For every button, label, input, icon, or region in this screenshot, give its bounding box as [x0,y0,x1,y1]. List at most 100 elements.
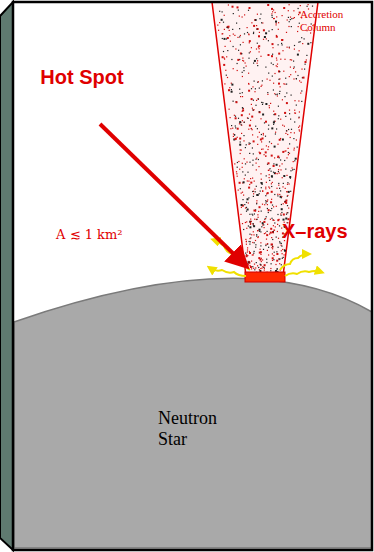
column-dot [273,89,274,90]
column-dot [276,36,278,38]
column-dot [301,101,302,102]
column-dot [248,10,249,11]
column-dot [260,264,261,265]
column-dot [282,125,283,126]
column-dot [265,232,266,233]
column-dot [240,214,241,215]
column-dot [261,149,262,150]
column-dot [229,109,230,110]
column-dot [275,264,276,265]
column-dot [258,81,259,82]
column-dot [271,247,272,248]
column-dot [277,269,278,270]
column-dot [273,259,274,260]
column-dot [242,72,243,73]
column-dot [294,132,295,133]
column-dot [271,199,272,200]
column-dot [241,207,242,208]
column-dot [242,223,243,224]
column-dot [260,249,261,250]
column-dot [258,267,259,268]
column-dot [252,266,253,267]
column-dot [278,115,279,116]
column-dot [237,137,238,138]
column-dot [248,33,249,34]
column-dot [257,230,258,231]
column-dot [226,75,227,76]
column-dot [259,193,260,194]
column-dot [279,259,280,260]
column-dot [271,13,272,14]
column-dot [248,34,249,35]
column-dot [239,121,241,123]
column-dot [253,33,254,34]
column-dot [246,207,247,208]
column-dot [260,56,261,57]
column-dot [271,186,272,187]
column-dot [262,184,263,185]
column-dot [279,93,280,94]
column-dot [276,164,278,166]
column-dot [247,198,249,200]
column-dot [270,103,271,104]
column-dot [262,266,263,267]
column-dot [290,132,291,133]
column-dot [271,171,272,172]
column-dot [253,110,254,111]
column-dot [285,202,287,204]
column-dot [283,257,284,258]
column-dot [243,140,244,141]
column-dot [251,22,252,23]
column-dot [245,62,246,63]
column-dot [274,146,276,148]
column-dot [239,89,240,90]
column-dot [265,151,267,153]
column-dot [256,48,257,49]
column-dot [299,80,300,81]
column-dot [266,259,267,260]
column-dot [263,29,265,31]
column-dot [260,191,261,192]
column-dot [294,169,295,170]
column-dot [285,201,286,202]
column-dot [282,99,283,100]
column-dot [219,22,220,23]
column-dot [268,125,269,126]
column-dot [289,47,290,48]
column-dot [259,51,260,52]
column-dot [278,258,279,259]
column-dot [307,6,308,7]
column-dot [274,18,275,19]
column-dot [240,122,241,123]
column-dot [244,158,245,159]
column-dot [254,264,255,265]
column-dot [251,221,252,222]
hot-spot [245,272,285,282]
column-dot [273,166,274,167]
column-dot [278,169,279,170]
column-dot [253,32,254,33]
column-dot [272,177,273,178]
column-dot [299,129,300,130]
column-dot [275,94,276,95]
column-dot [260,254,261,255]
column-dot [283,7,285,9]
column-dot [275,21,277,23]
column-dot [283,214,285,216]
column-dot [261,226,262,227]
column-dot [242,60,243,61]
column-dot [292,167,293,168]
column-dot [246,202,247,203]
column-dot [278,29,279,30]
column-dot [229,30,230,31]
column-dot [248,83,249,84]
column-dot [226,38,227,39]
column-dot [291,95,292,96]
column-dot [234,134,235,135]
column-dot [281,43,282,44]
column-dot [255,240,256,241]
column-dot [288,191,290,193]
column-dot [251,98,253,100]
column-dot [253,100,254,101]
column-dot [242,120,243,121]
